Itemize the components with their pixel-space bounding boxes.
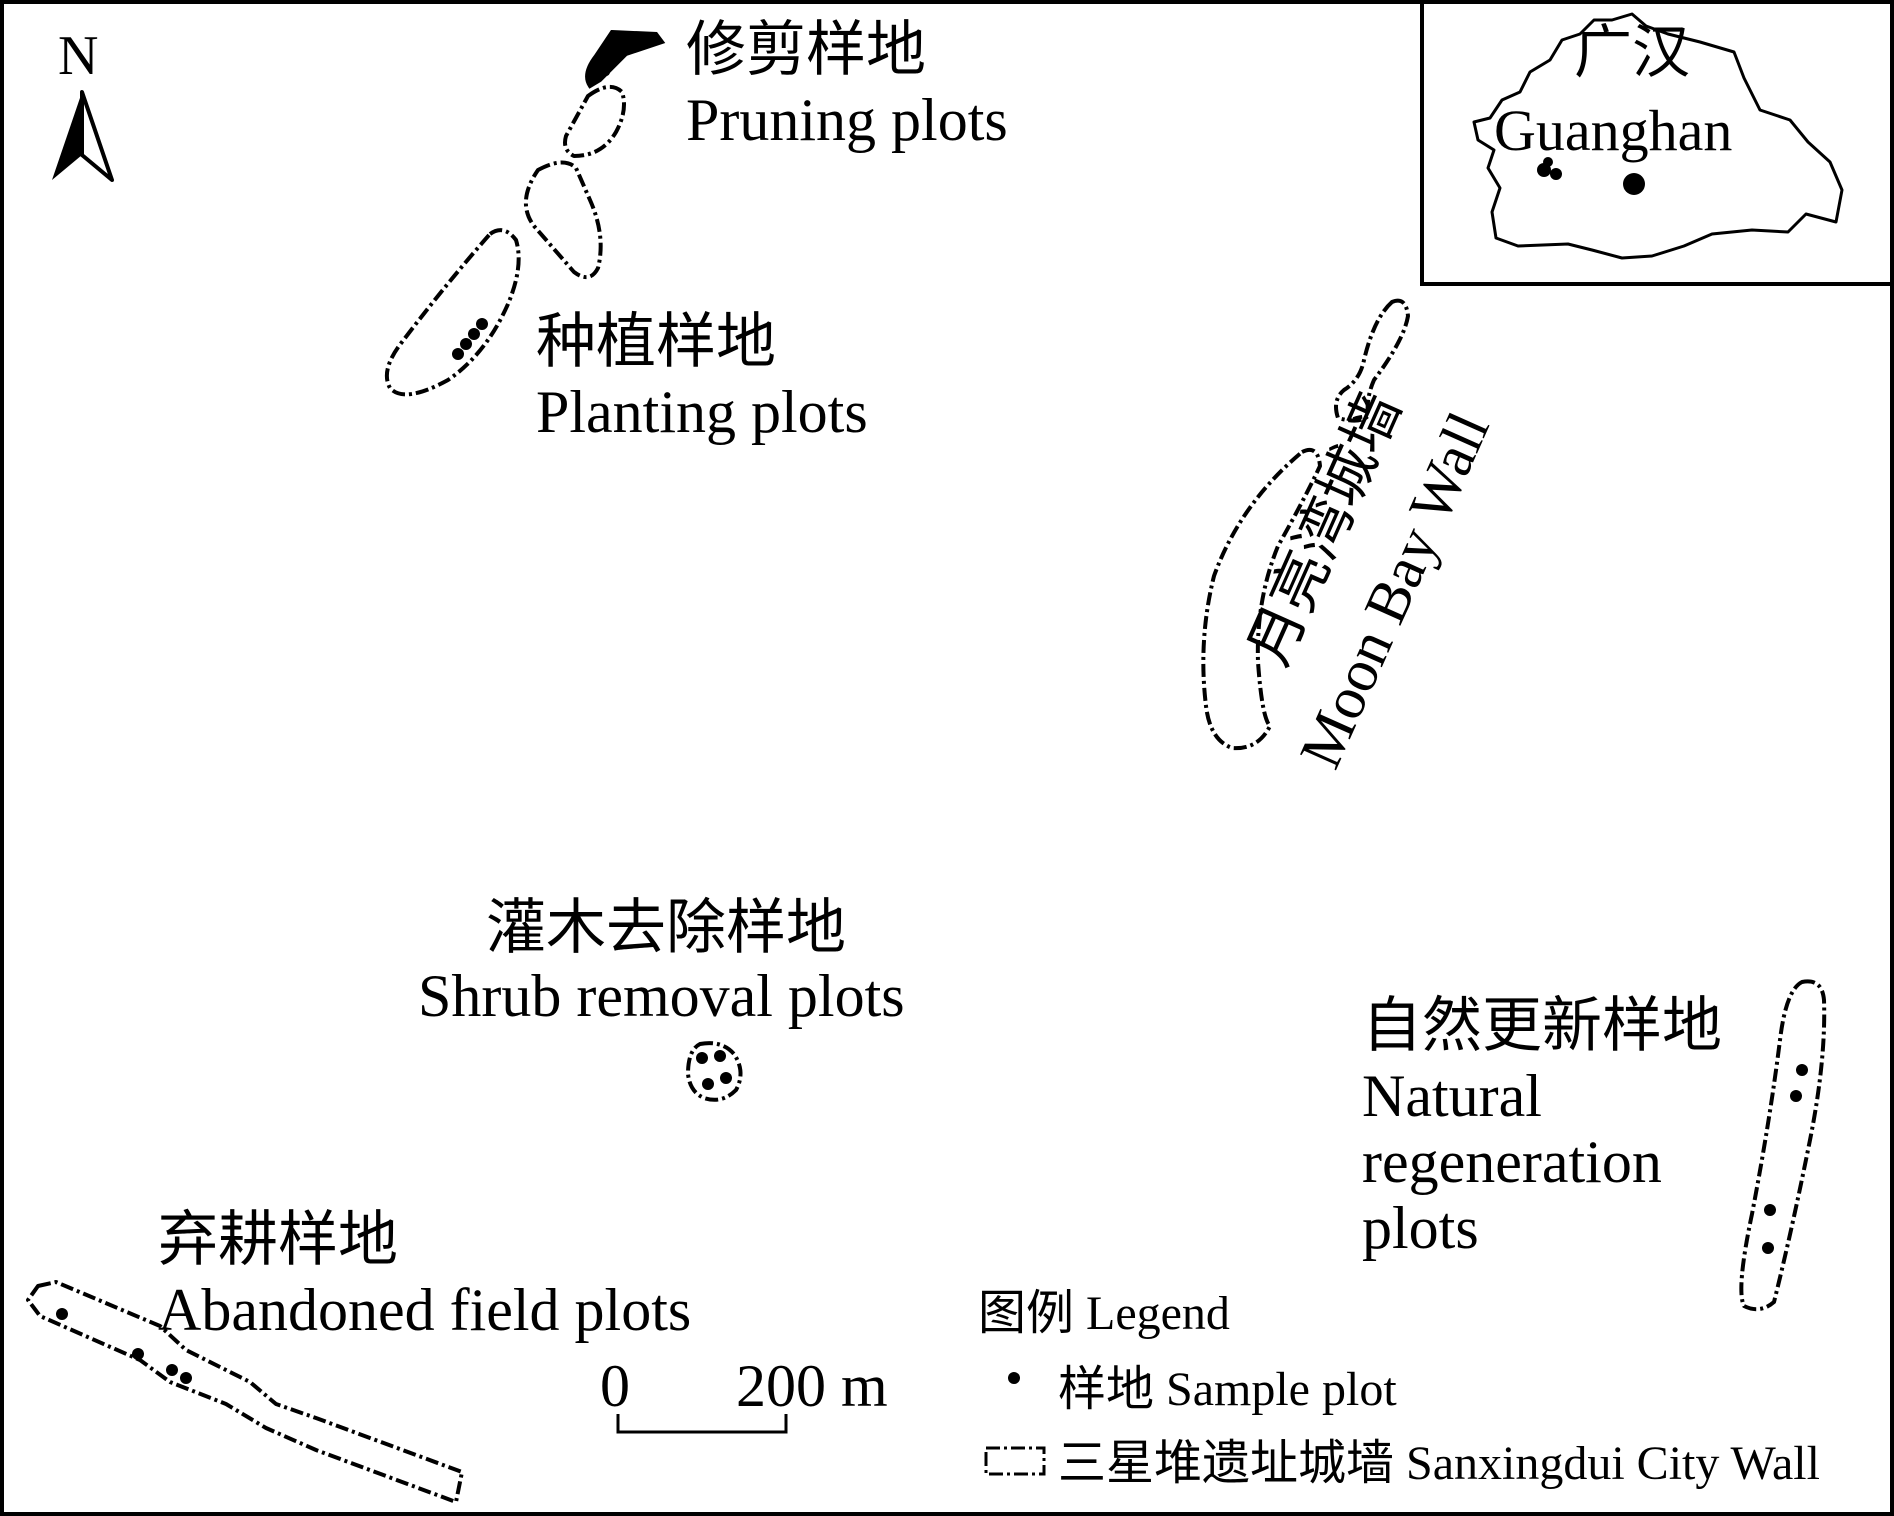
city-wall-segment: [523, 160, 603, 280]
guanghan-city-marker: [1623, 173, 1645, 195]
city-wall-segment: [1201, 447, 1322, 751]
sample-plot: [1762, 1242, 1774, 1254]
city-wall-segment: [26, 1280, 464, 1504]
city-wall-segment: [563, 84, 626, 158]
inset-frame: [1420, 0, 1894, 286]
guanghan-outline: [1472, 12, 1844, 260]
sample-plot: [460, 338, 472, 350]
natural-regeneration-label-zh: 自然更新样地: [1362, 993, 1722, 1059]
sample-plot: [702, 1078, 714, 1090]
shrub-removal-label-zh: 灌木去除样地: [486, 895, 846, 961]
legend-city-wall-label: 三星堆遗址城墙 Sanxingdui City Wall: [1058, 1437, 1820, 1490]
sample-plot: [476, 318, 488, 330]
natural-regeneration-label-en-3: plots: [1362, 1195, 1479, 1261]
abandoned-field-label-zh: 弃耕样地: [158, 1207, 398, 1273]
sample-plot: [56, 1308, 68, 1320]
abandoned-field-label-en: Abandoned field plots: [158, 1277, 692, 1343]
pruning-label-en: Pruning plots: [686, 87, 1008, 153]
legend-city-wall-symbol: [984, 1446, 1046, 1476]
sample-plot: [1796, 1064, 1808, 1076]
sample-plot: [468, 328, 480, 340]
city-wall-segment: [1739, 979, 1827, 1312]
shrub-removal-label-en: Shrub removal plots: [418, 963, 905, 1029]
sample-plot: [1764, 1204, 1776, 1216]
scale-bar-end-label: 200 m: [736, 1353, 888, 1419]
sample-plots: [56, 318, 1808, 1384]
planting-label-en: Planting plots: [536, 379, 868, 445]
inset-sample-plot: [1550, 168, 1562, 180]
sample-plot: [714, 1050, 726, 1062]
sample-plot: [132, 1348, 144, 1360]
sample-plot: [696, 1052, 708, 1064]
legend-sample-plot-label: 样地 Sample plot: [1058, 1363, 1397, 1416]
sample-plot: [1790, 1090, 1802, 1102]
natural-regeneration-label-en-2: regeneration: [1362, 1129, 1662, 1195]
scale-bar: [616, 1414, 788, 1434]
inset-sample-plot: [1543, 157, 1553, 167]
city-wall-segment: [1334, 298, 1410, 423]
inset-name-zh: 广汉: [1574, 20, 1691, 85]
sample-plot: [720, 1072, 732, 1084]
sample-plot: [166, 1364, 178, 1376]
inset-map: [1420, 0, 1894, 286]
planting-label-zh: 种植样地: [536, 309, 776, 375]
sample-plot: [452, 348, 464, 360]
north-label: N: [58, 25, 99, 87]
north-arrow-icon: [52, 90, 114, 182]
sanxingdui-city-wall: [26, 29, 1827, 1504]
sample-plot: [180, 1372, 192, 1384]
city-wall-segment: [686, 1041, 743, 1102]
legend-sample-plot-symbol: [1008, 1372, 1020, 1384]
city-wall-segment: [585, 29, 666, 89]
natural-regeneration-label-en-1: Natural: [1362, 1063, 1542, 1129]
pruning-label-zh: 修剪样地: [686, 17, 926, 83]
city-wall-segment: [385, 228, 521, 397]
scale-bar-start-label: 0: [600, 1353, 630, 1419]
legend-title: 图例 Legend: [978, 1287, 1230, 1340]
inset-name-en: Guanghan: [1494, 98, 1733, 163]
